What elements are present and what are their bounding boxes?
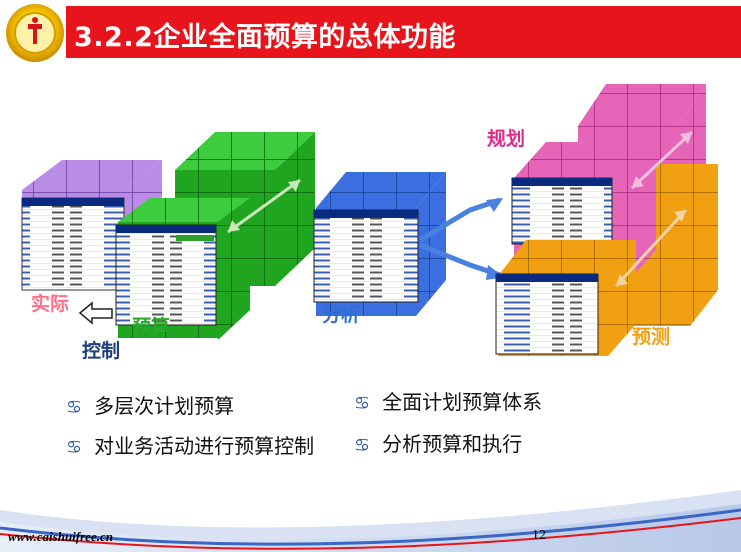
label-analysis: 分析 bbox=[322, 304, 361, 326]
actual-cube bbox=[21, 160, 162, 315]
bullet-symbol-icon: ♋ bbox=[66, 437, 83, 458]
company-logo-icon bbox=[6, 4, 64, 62]
budget-cube bbox=[115, 198, 250, 340]
label-budget: 预算 bbox=[132, 316, 171, 338]
label-actual: 实际 bbox=[31, 293, 70, 315]
budget-analysis-arrow bbox=[227, 178, 301, 234]
slide-header: 3.2.2企业全面预算的总体功能 bbox=[0, 0, 741, 68]
bullet-text: 对业务活动进行预算控制 bbox=[94, 434, 315, 458]
label-plan: 规划 bbox=[487, 128, 526, 150]
plan-arrow bbox=[630, 130, 694, 190]
bullet-symbol-icon: ♋ bbox=[354, 393, 371, 414]
forecast-cube bbox=[495, 240, 636, 356]
analysis-cube bbox=[313, 172, 446, 316]
footer-wave bbox=[0, 490, 741, 552]
footer-url: www.caishuifree.cn bbox=[8, 529, 113, 544]
page-number: 12 bbox=[532, 528, 546, 543]
bullet-right-2: ♋ 分析预算和执行 bbox=[354, 428, 522, 457]
bullet-symbol-icon: ♋ bbox=[66, 397, 83, 418]
bullet-left-1: ♋ 多层次计划预算 bbox=[66, 390, 234, 419]
bullet-left-2: ♋ 对业务活动进行预算控制 bbox=[66, 430, 314, 459]
label-forecast: 预测 bbox=[632, 326, 671, 348]
label-control: 控制 bbox=[82, 340, 121, 362]
title-bar: 3.2.2企业全面预算的总体功能 bbox=[66, 6, 741, 58]
bullet-text: 全面计划预算体系 bbox=[382, 390, 543, 414]
budget-function-diagram bbox=[21, 84, 718, 356]
bullet-right-1: ♋ 全面计划预算体系 bbox=[354, 386, 542, 415]
bullet-text: 多层次计划预算 bbox=[94, 394, 235, 418]
bullet-text: 分析预算和执行 bbox=[382, 432, 523, 456]
forecast-arrow bbox=[614, 208, 688, 288]
control-arrow-icon bbox=[78, 301, 113, 325]
slide-title: 3.2.2企业全面预算的总体功能 bbox=[74, 22, 456, 53]
bullet-symbol-icon: ♋ bbox=[354, 435, 371, 456]
